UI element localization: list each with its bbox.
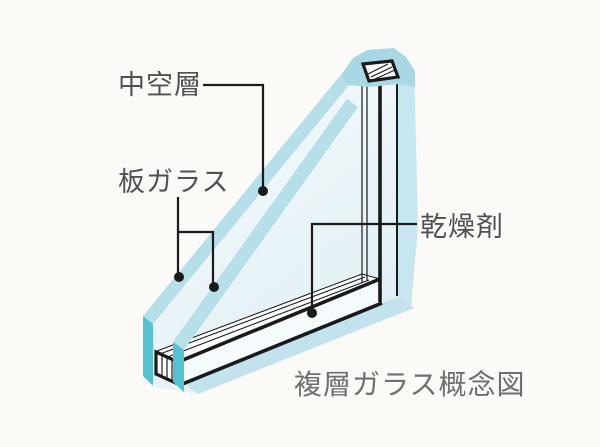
leader-glass-pane-outer-dot — [174, 272, 184, 282]
outer-pane-top-strip — [143, 60, 363, 324]
spacer-bottom-ridge-2 — [164, 279, 370, 359]
spacer-top-hatch-2 — [370, 66, 393, 78]
spacer-bottom-ridge-1 — [159, 276, 366, 355]
label-desiccant: 乾燥剤 — [420, 212, 504, 242]
diagram-caption: 複層ガラス概念図 — [294, 369, 525, 401]
label-air-layer: 中空層 — [118, 70, 202, 100]
spacer-top-section — [360, 59, 401, 83]
leader-air-layer — [203, 83, 265, 188]
outer-pane-end-face — [143, 316, 153, 386]
spacer-top-hatch-1 — [367, 63, 389, 75]
leader-glass-pane-inner-dot — [209, 282, 219, 292]
leader-desiccant-dot — [307, 308, 317, 318]
leader-desiccant — [310, 222, 417, 308]
leader-air-layer-dot — [258, 186, 268, 196]
spacer-bottom-front-top-edge — [177, 277, 381, 364]
inner-pane-end-face — [173, 342, 184, 392]
unit-bottom-face — [184, 297, 414, 394]
spacer-bottom-front-bottom-edge — [179, 301, 383, 387]
unit-right-face — [397, 71, 418, 307]
inner-pane-top-strip — [173, 99, 358, 350]
leader-glass-pane-inner — [178, 230, 215, 283]
spacer-top-hatch-3 — [374, 69, 396, 80]
spacer-bottom-front-face — [178, 279, 382, 385]
label-glass-pane: 板ガラス — [118, 167, 229, 197]
